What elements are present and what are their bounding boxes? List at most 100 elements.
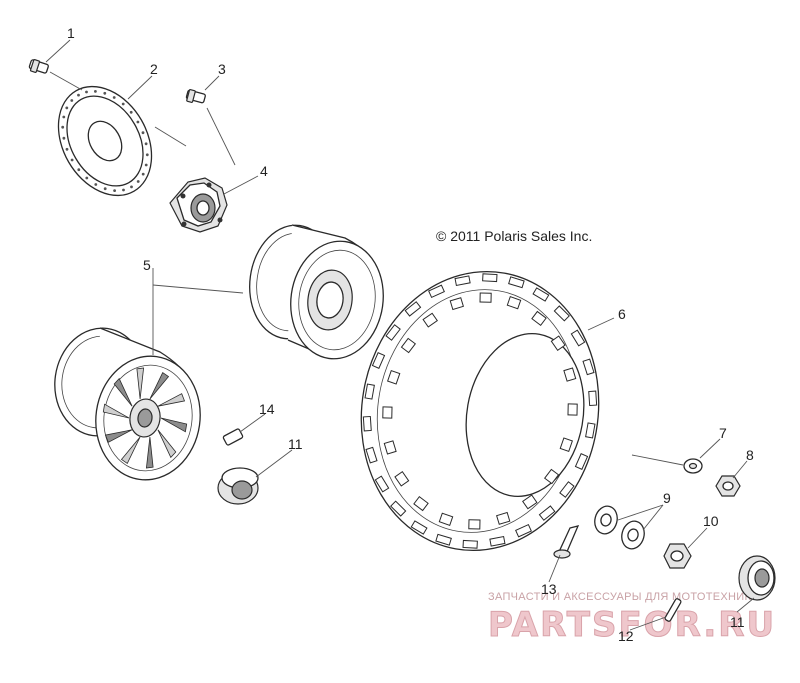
tread-block <box>489 535 506 547</box>
disc-hole <box>77 168 81 172</box>
tread-block <box>559 481 575 498</box>
part-13-stud <box>553 525 580 559</box>
disc-hole <box>121 102 125 106</box>
callout-6: 6 <box>618 306 626 322</box>
part-10-nut <box>663 543 692 569</box>
part-7-washer <box>683 458 703 474</box>
tread-block <box>387 369 401 385</box>
rim-spoke <box>104 429 133 443</box>
callout-11-right: 11 <box>730 614 745 630</box>
callout-5: 5 <box>143 257 151 273</box>
tread-block <box>588 390 598 407</box>
rim-spoke <box>157 429 177 459</box>
tread-block <box>400 337 417 354</box>
tread-block <box>538 505 556 521</box>
tread-block <box>506 296 522 310</box>
tread-block <box>585 422 596 439</box>
tread-block <box>428 284 445 299</box>
tread-block <box>574 453 589 470</box>
tread-block <box>515 523 532 538</box>
disc-hole <box>130 185 133 189</box>
tread-block <box>479 292 492 303</box>
rim-spoke <box>120 436 141 464</box>
disc-hole <box>85 176 89 180</box>
callout-2: 2 <box>150 61 158 77</box>
tread-block <box>563 367 577 382</box>
part-11-center-cap-left <box>217 467 259 505</box>
part-11-center-cap-right <box>738 555 776 601</box>
disc-hole <box>62 136 66 140</box>
watermark-tagline: ЗАПЧАСТИ И АКСЕССУАРЫ ДЛЯ МОТОТЕХНИКИ <box>488 591 759 603</box>
part-5-rim-outer <box>54 327 201 481</box>
rim-spoke <box>149 372 170 400</box>
disc-hole <box>61 125 65 129</box>
tread-block <box>374 475 390 493</box>
callout-14: 14 <box>259 401 275 417</box>
tread-block <box>383 440 397 455</box>
disc-hole <box>94 183 98 186</box>
rim-spoke <box>136 367 145 400</box>
tread-block <box>438 512 454 526</box>
tread-block <box>482 273 498 283</box>
callouts: 1 2 3 4 5 6 7 8 9 10 11 11 12 13 14 <box>67 25 754 644</box>
tread-block <box>422 312 438 328</box>
part-2-brake-disc <box>57 85 153 197</box>
tread-block <box>365 446 378 464</box>
part-3-bolt <box>185 89 206 104</box>
callout-4: 4 <box>260 163 268 179</box>
part-9-washers <box>594 505 645 550</box>
tread-block <box>559 437 573 453</box>
tread-block <box>362 415 372 432</box>
disc-hole <box>112 96 116 99</box>
callout-7: 7 <box>719 425 727 441</box>
copyright-text: © 2011 Polaris Sales Inc. <box>436 228 592 244</box>
part-1-bolt <box>28 59 49 74</box>
tread-block <box>394 471 410 487</box>
tread-block <box>496 511 511 525</box>
disc-hole <box>136 180 140 183</box>
disc-hole <box>141 131 145 135</box>
tread-block <box>508 276 525 289</box>
tread-block <box>553 305 570 322</box>
part-5-rim-inner <box>249 224 384 360</box>
tread-block <box>543 468 560 485</box>
tread-block <box>462 539 478 549</box>
rim-spoke <box>102 403 130 419</box>
tread-block <box>454 275 471 287</box>
disc-hole <box>103 187 107 191</box>
callout-8: 8 <box>746 447 754 463</box>
disc-hole <box>77 93 80 97</box>
disc-hole <box>144 163 148 167</box>
tread-block <box>371 352 386 369</box>
tread-block <box>570 329 586 347</box>
rim-spoke <box>145 436 154 469</box>
watermark: ЗАПЧАСТИ И АКСЕССУАРЫ ДЛЯ МОТОТЕХНИКИ PA… <box>488 591 776 646</box>
disc-hole <box>145 153 149 157</box>
rim-spoke <box>160 417 188 433</box>
part-14-valve-stem <box>222 428 244 446</box>
disc-hole <box>113 189 116 193</box>
tread-block <box>364 383 375 400</box>
callout-13: 13 <box>541 581 557 597</box>
tread-block <box>531 310 547 327</box>
disc-hole <box>70 99 74 102</box>
rim-spoke <box>113 377 133 407</box>
rim-spoke <box>157 393 186 407</box>
tread-block <box>532 287 550 302</box>
tread-block <box>382 406 393 419</box>
leader-lines <box>45 39 755 631</box>
disc-hole <box>144 142 148 146</box>
part-12-valve <box>664 598 682 622</box>
tread-block <box>404 301 422 317</box>
callout-9: 9 <box>663 490 671 506</box>
disc-hole <box>65 106 69 110</box>
disc-hole <box>65 147 69 151</box>
tread-block <box>522 494 538 510</box>
part-6-tire <box>360 270 600 552</box>
tread-block <box>385 324 401 341</box>
disc-hole <box>141 172 145 176</box>
tread-block <box>435 533 452 546</box>
watermark-logo: PARTSFOR.RU <box>488 605 776 645</box>
tread-block <box>410 520 428 535</box>
